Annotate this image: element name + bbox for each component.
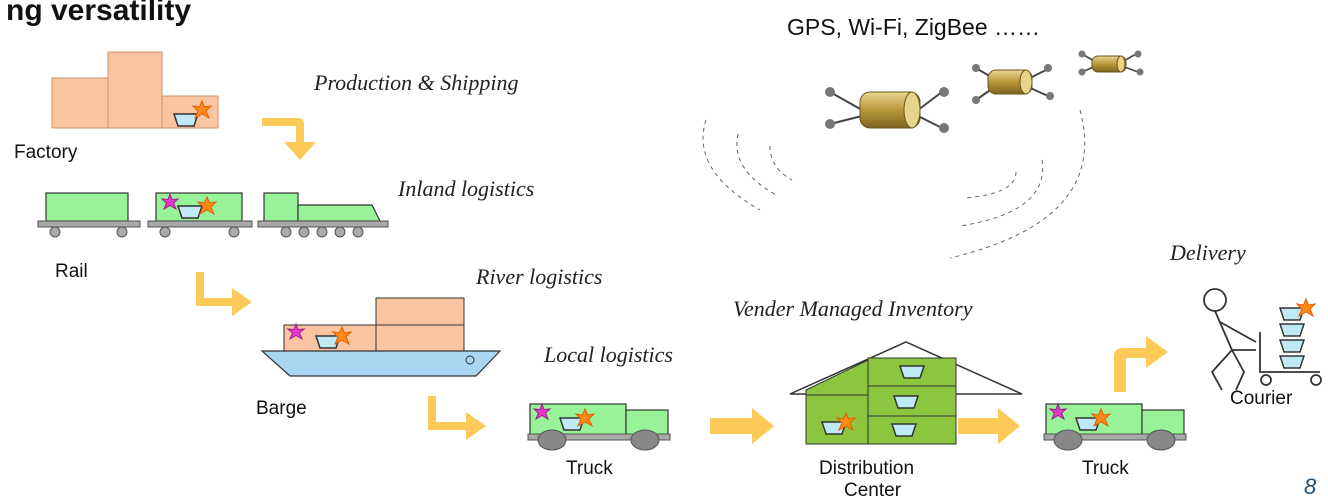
node-distribution-label-line2: Center (844, 480, 902, 501)
node-truck-2-label: Truck (1082, 458, 1129, 479)
stage-vmi-label: Vender Managed Inventory (733, 296, 973, 321)
slide-title: ng versatility (6, 0, 192, 27)
node-rail-label: Rail (55, 261, 88, 282)
stage-delivery-label: Delivery (1170, 240, 1246, 265)
distribution-center-icon (789, 341, 1023, 445)
courier-icon (1203, 288, 1322, 391)
arrow-truck-to-dc (710, 408, 774, 444)
flow-arrows (196, 118, 1168, 444)
node-barge-label: Barge (256, 398, 307, 419)
barge-icon (260, 297, 502, 377)
arrow-barge-to-truck (428, 396, 486, 440)
wireless-waves (702, 109, 1086, 259)
stage-inland-label: Inland logistics (398, 176, 535, 201)
node-courier-label: Courier (1230, 388, 1293, 409)
arrow-rail-to-barge (196, 272, 252, 316)
sensor-node-large (825, 87, 949, 133)
arrow-factory-to-rail (262, 118, 316, 160)
technologies-label: GPS, Wi-Fi, ZigBee …… (787, 14, 1041, 40)
arrow-dc-to-truck (958, 408, 1020, 444)
arrow-truck-to-courier (1114, 336, 1168, 392)
truck-1-icon (527, 403, 671, 451)
node-distribution-label-line1: Distribution (819, 458, 915, 479)
node-factory-label: Factory (14, 142, 78, 163)
stage-river-label: River logistics (476, 264, 603, 289)
factory-icon (51, 51, 219, 129)
sensor-node-medium (972, 64, 1054, 104)
page-number: 8 (1304, 474, 1317, 499)
node-truck-1-label: Truck (566, 458, 613, 479)
truck-2-icon (1043, 403, 1187, 451)
rail-icon (37, 192, 389, 238)
sensor-node-small (1078, 50, 1144, 76)
stage-production-label: Production & Shipping (314, 70, 519, 95)
stage-local-label: Local logistics (544, 342, 673, 367)
